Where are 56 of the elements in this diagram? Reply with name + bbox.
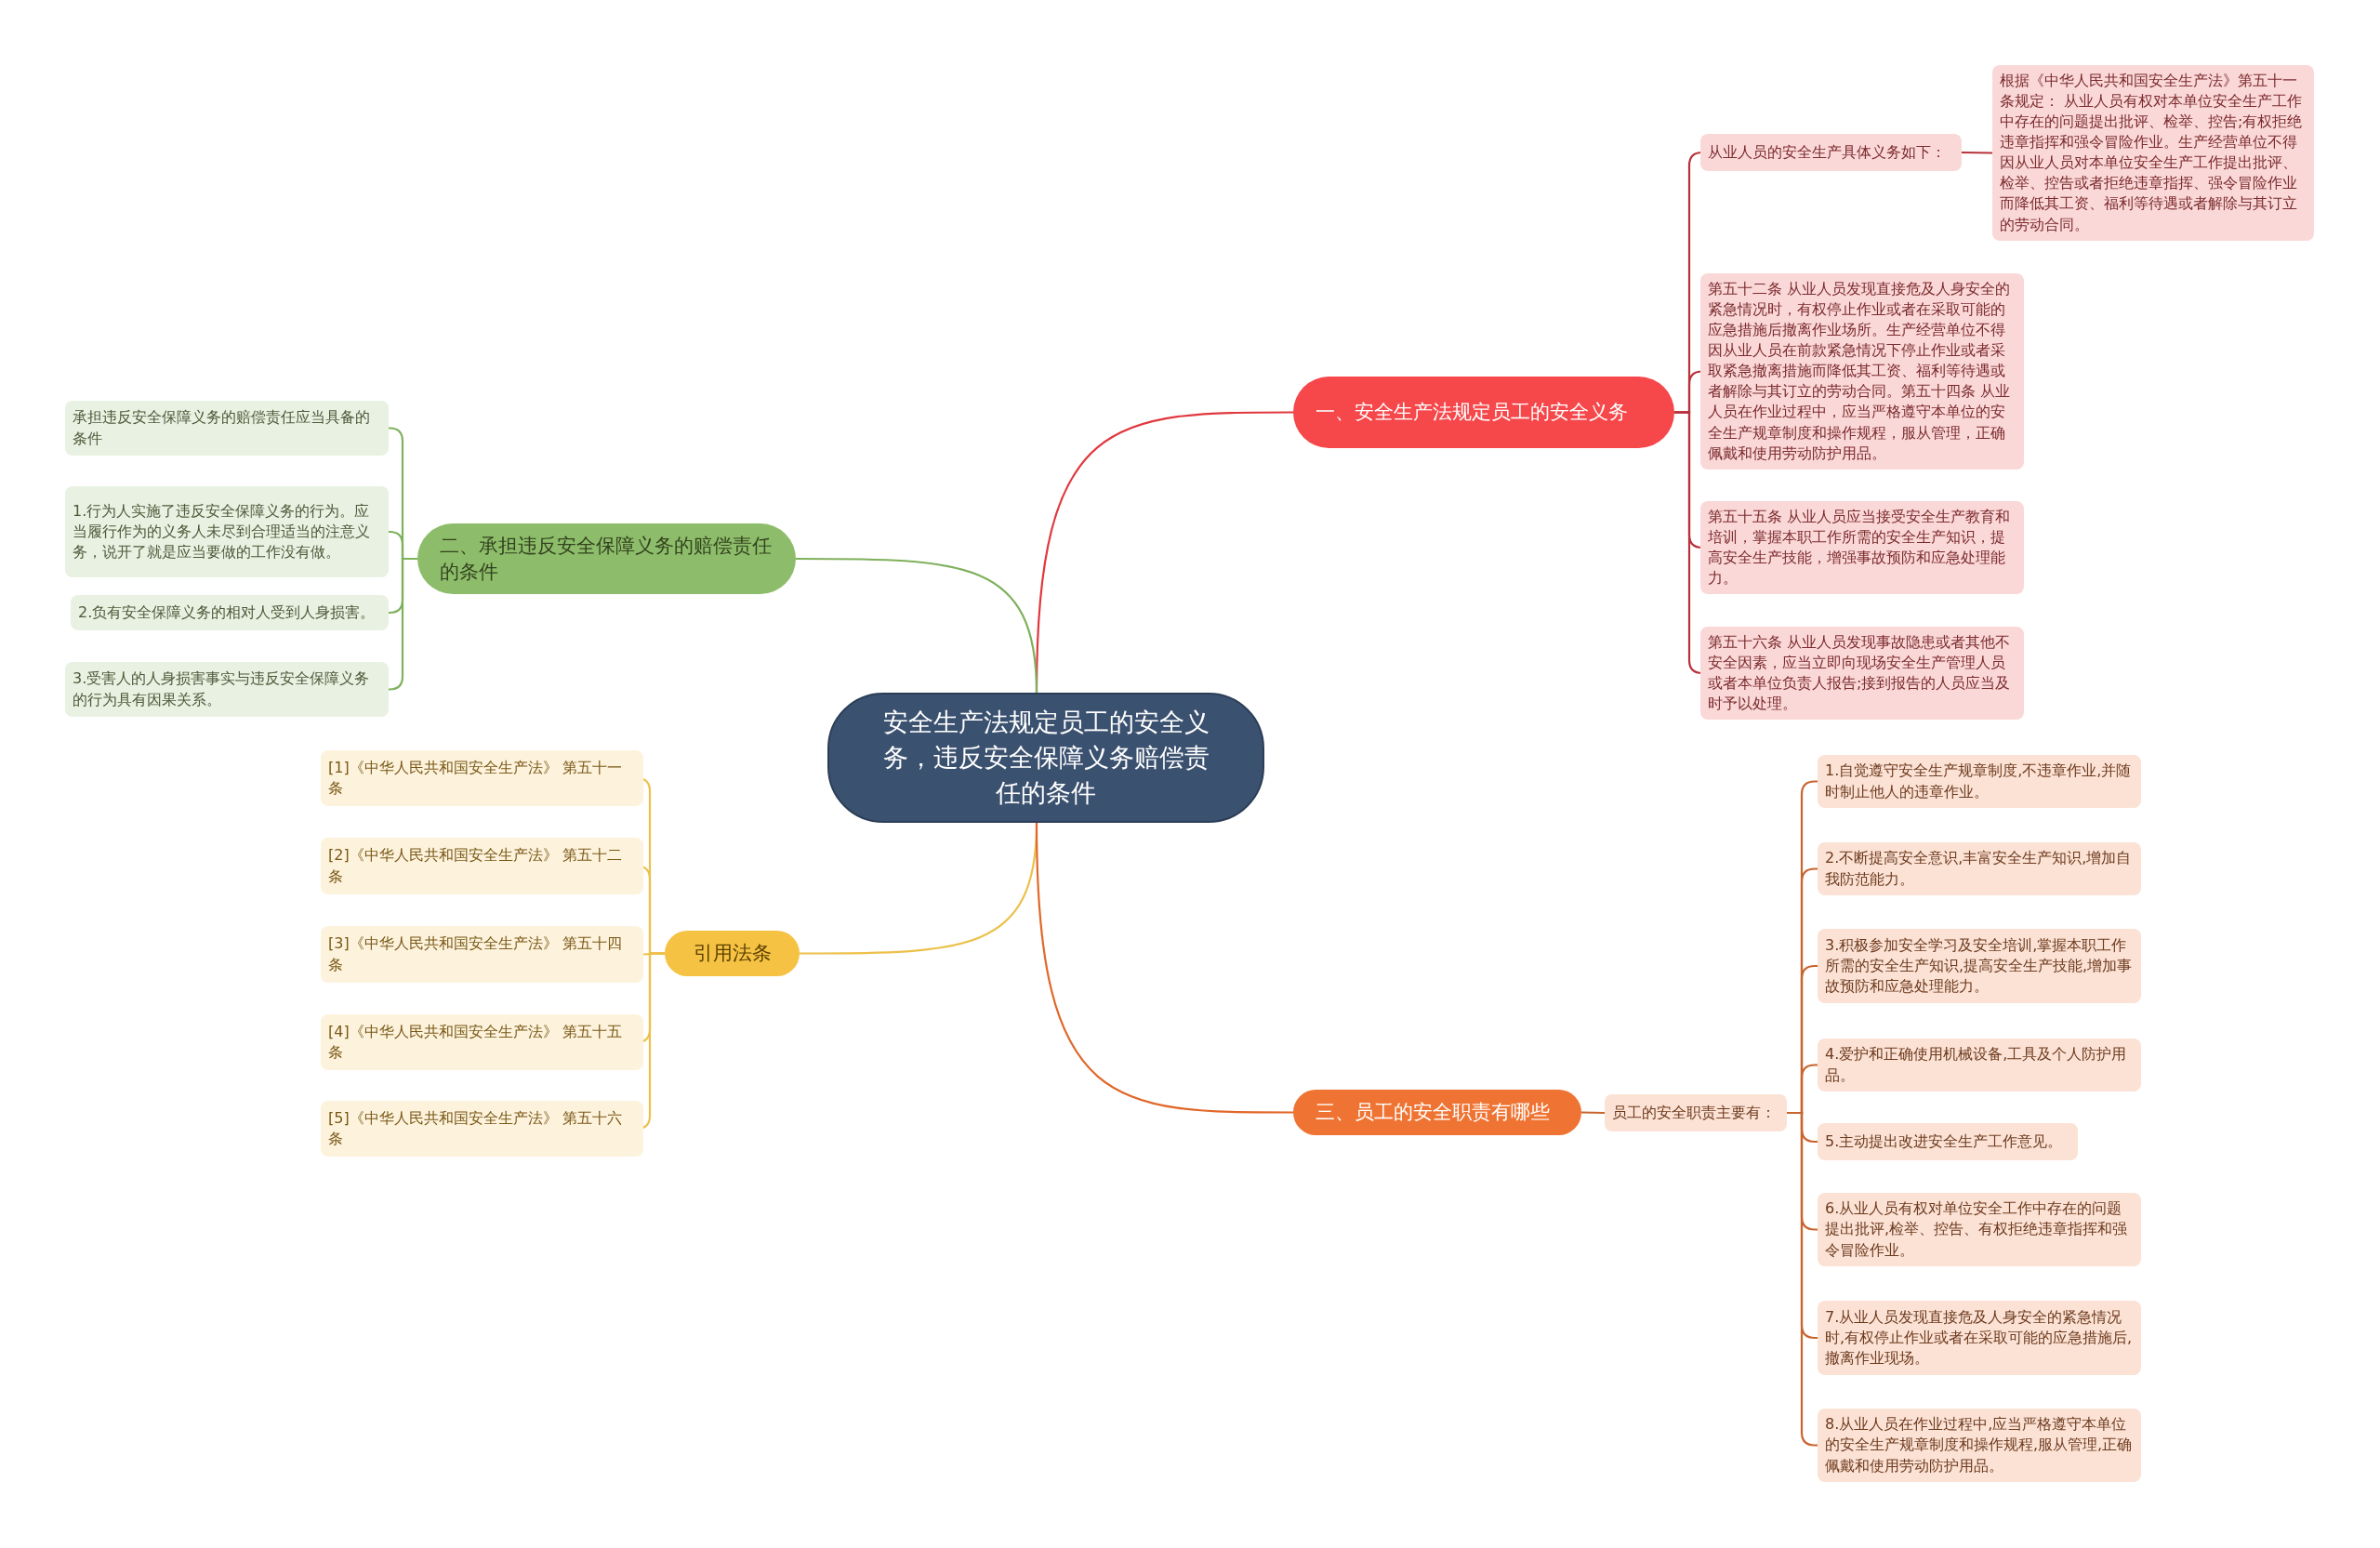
topic-text: [2]《中华人民共和国安全生产法》 第五十二条 xyxy=(328,845,623,887)
subtopic-card xyxy=(1818,1193,2141,1266)
topic-text: [4]《中华人民共和国安全生产法》 第五十五条 xyxy=(328,1021,623,1063)
topic-text: 5.主动提出改进安全生产工作意见。 xyxy=(1825,1131,2064,1152)
connector-line xyxy=(388,557,417,691)
topic-text: 2.不断提高安全意识,丰富安全生产知识,增加自我防范能力。 xyxy=(1825,848,2133,890)
topic-text: 安全生产法规定员工的安全义务，违反安全保障义务赔偿责任的条件 xyxy=(881,707,1210,809)
subtopic-card xyxy=(1700,627,2024,721)
topic-text: [1]《中华人民共和国安全生产法》 第五十一条 xyxy=(328,757,623,799)
topic-text: 三、员工的安全职责有哪些 xyxy=(1316,1100,1551,1126)
connector-line xyxy=(1962,151,1992,154)
topic-text: 一、安全生产法规定员工的安全义务 xyxy=(1316,400,1629,426)
topic-text: 第五十二条 从业人员发现直接危及人身安全的紧急情况时，有权停止作业或者在采取可能的应急措施后撤离作业场所。生产经营单位不得因从业人员在前款紧急情况下停止作业或者采取紧急撤离措施而降低其工资、福利等待遇或者解除与其订立的劳动合同。第五十四条 从业人员在作业过程中，应当严格遵守本单位的安全生产规章制度和操作规程，服从管理，正确佩戴和使用劳动防护用品。 xyxy=(1708,279,2012,464)
subtopic-card xyxy=(1700,501,2024,595)
subtopic-card xyxy=(1818,1409,2141,1482)
subtopic-card xyxy=(65,486,389,577)
topic-text: 8.从业人员在作业过程中,应当严格遵守本单位的安全生产规章制度和操作规程,服从管理,正确佩戴和使用劳动防护用品。 xyxy=(1825,1414,2134,1476)
topic-text: 第五十五条 从业人员应当接受安全生产教育和培训，掌握本职工作所需的安全生产知识，提高安全生产技能，增强事故预防和应急处理能力。 xyxy=(1708,507,2012,589)
topic-text: 二、承担违反安全保障义务的赔偿责任的条件 xyxy=(440,533,773,585)
subtopic-card xyxy=(321,750,643,806)
branch-topic xyxy=(665,931,800,976)
topic-text: 从业人员的安全生产具体义务如下： xyxy=(1708,141,1947,163)
subtopic-card xyxy=(65,401,389,456)
branch-topic xyxy=(1293,1090,1581,1135)
subtopic-card xyxy=(321,838,643,894)
subtopic-card xyxy=(321,1014,643,1070)
subtopic-card xyxy=(1818,1301,2141,1375)
subtopic-card xyxy=(1818,929,2141,1003)
topic-text: 2.负有安全保障义务的相对人受到人身损害。 xyxy=(78,602,377,623)
connector-line xyxy=(1580,1111,1606,1115)
subtopic-card xyxy=(1700,134,1962,171)
topic-text: 1.自觉遵守安全生产规章制度,不违章作业,并随时制止他人的违章作业。 xyxy=(1825,761,2133,802)
subtopic-card xyxy=(1818,1123,2078,1160)
topic-text: 3.受害人的人身损害事实与违反安全保障义务的行为具有因果关系。 xyxy=(73,668,371,710)
topic-text: [3]《中华人民共和国安全生产法》 第五十四条 xyxy=(328,933,623,975)
topic-text: 承担违反安全保障义务的赔偿责任应当具备的条件 xyxy=(73,407,371,449)
topic-text: 1.行为人实施了违反安全保障义务的行为。应当履行作为的义务人未尽到合理适当的注意义务，说开了就是应当要做的工作没有做。 xyxy=(73,500,371,563)
topic-text: 员工的安全职责主要有： xyxy=(1612,1102,1777,1123)
topic-text: [5]《中华人民共和国安全生产法》 第五十六条 xyxy=(328,1107,623,1149)
subtopic-card xyxy=(71,595,389,630)
topic-text: 3.积极参加安全学习及安全培训,掌握本职工作所需的安全生产知识,提高安全生产技能,增加事故预防和应急处理能力。 xyxy=(1825,934,2134,998)
subtopic-card xyxy=(1818,842,2141,895)
subtopic-card xyxy=(65,662,389,717)
subtopic-card xyxy=(1818,1039,2141,1092)
subtopic-card xyxy=(1818,755,2141,808)
subtopic-card xyxy=(321,926,643,983)
topic-text: 6.从业人员有权对单位安全工作中存在的问题提出批评,检举、控告、有权拒绝违章指挥和强令冒险作业。 xyxy=(1825,1198,2129,1261)
connector-line xyxy=(1035,822,1293,1114)
topic-text: 7.从业人员发现直接危及人身安全的紧急情况时,有权停止作业或者在采取可能的应急措施后,撤离作业现场。 xyxy=(1825,1306,2134,1369)
subtopic-card xyxy=(1605,1094,1787,1131)
topic-text: 4.爱护和正确使用机械设备,工具及个人防护用品。 xyxy=(1825,1044,2128,1086)
topic-text: 根据《中华人民共和国安全生产法》第五十一条规定： 从业人员有权对本单位安全生产工作中存在的问题提出批评、检举、控告;有权拒绝违章指挥和强令冒险作业。生产经营单位不得因从业人员对本单位安全生产工作提出批评、检举、控告或者拒绝违章指挥、强令冒险作业而降低其工资、福利等待遇或者解除与其订立的劳动合同。 xyxy=(2000,71,2304,235)
connector-line xyxy=(796,557,1038,694)
topic-text: 第五十六条 从业人员发现事故隐患或者其他不安全因素，应当立即向现场安全生产管理人员或者本单位负责人报告;接到报告的人员应当及时予以处理。 xyxy=(1708,632,2012,715)
topic-text: 引用法条 xyxy=(692,941,773,967)
subtopic-card xyxy=(321,1101,643,1157)
